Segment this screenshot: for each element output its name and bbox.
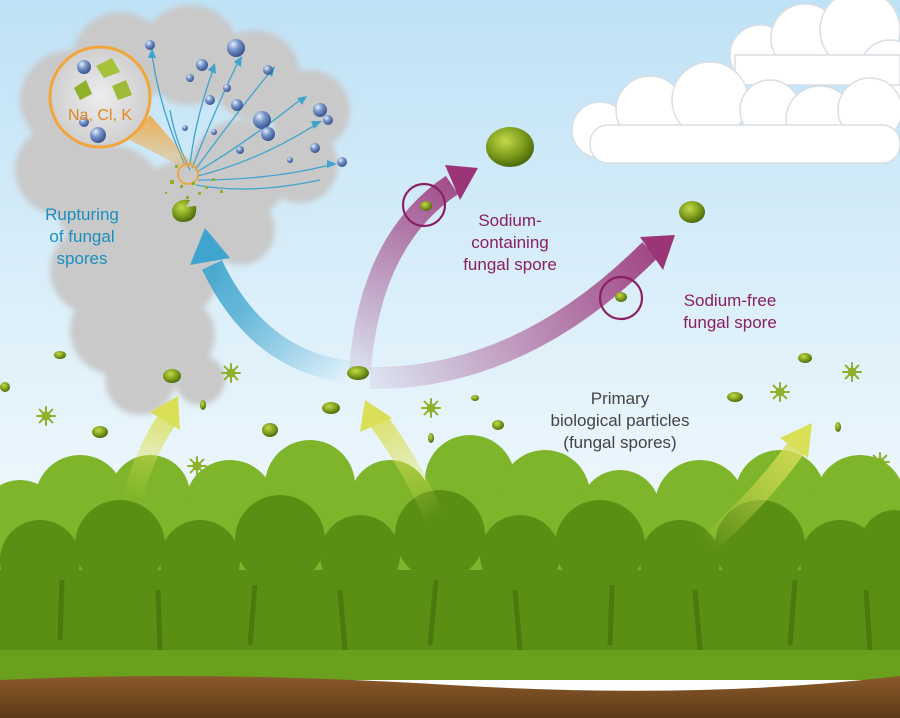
rupturing-label: Rupturing of fungal spores xyxy=(22,204,142,270)
primary-particles-label-line: (fungal spores) xyxy=(563,433,677,452)
white-cloud xyxy=(571,0,900,164)
rupturing-label-line: spores xyxy=(56,249,108,268)
primary-particles-label-line: Primary xyxy=(590,389,650,408)
emission-arrow-left xyxy=(120,396,180,513)
sodium-containing-label-line: fungal spore xyxy=(463,255,557,274)
inset-element-label: Na, Cl, K xyxy=(67,107,132,124)
fungal-spore-icon xyxy=(420,201,432,211)
sodium-free-label-line: fungal spore xyxy=(683,313,777,332)
sodium-containing-arrow xyxy=(349,165,478,371)
particle-streams xyxy=(151,54,331,190)
sodium-free-label-line: Sodium-free xyxy=(683,291,777,310)
ruptured-spore-icon xyxy=(172,199,197,222)
rupturing-label-line: Rupturing xyxy=(45,205,119,224)
tree-trunks xyxy=(57,579,873,651)
sodium-containing-spore xyxy=(486,127,534,167)
element-inset xyxy=(48,45,152,149)
rupture-arrow xyxy=(190,228,356,383)
sodium-containing-label-line: Sodium- xyxy=(478,211,542,230)
fungal-spore-icon xyxy=(615,292,627,302)
primary-particles-label: Primary biological particles (fungal spo… xyxy=(520,388,720,454)
soil-ground xyxy=(0,676,900,718)
grass-band xyxy=(0,650,900,680)
rupturing-label-line: of fungal xyxy=(49,227,115,246)
emission-arrow-right xyxy=(683,423,812,568)
sodium-containing-label: Sodium- containing fungal spore xyxy=(440,210,580,276)
spore-fragments xyxy=(165,165,223,199)
zoom-cone xyxy=(130,115,196,168)
emission-arrow-center xyxy=(360,400,450,534)
salt-particle-icon xyxy=(145,39,347,167)
primary-particles-label-line: biological particles xyxy=(550,411,690,430)
highlight-circle-icon xyxy=(401,182,447,228)
sodium-free-arrow xyxy=(369,235,675,390)
sodium-free-spore xyxy=(679,201,705,223)
sodium-containing-label-line: containing xyxy=(471,233,549,252)
highlight-circle-icon xyxy=(598,275,644,321)
floating-spores xyxy=(0,351,841,443)
sodium-free-label: Sodium-free fungal spore xyxy=(660,290,800,334)
zoom-circle-small xyxy=(177,163,199,185)
